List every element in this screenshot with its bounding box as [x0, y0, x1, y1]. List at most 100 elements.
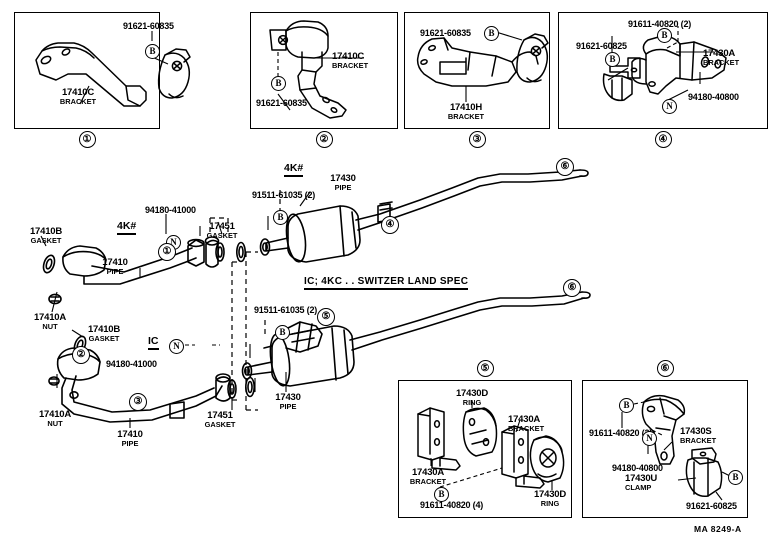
- code-text: 17410C: [61, 87, 95, 98]
- callout-ref-4: ④: [381, 216, 399, 234]
- callout-ref-6-lower: ⑥: [563, 279, 581, 297]
- nut-symbol-n: N: [662, 99, 677, 114]
- nut-symbol-n: N: [169, 339, 184, 354]
- group-label-4k-muffler: 4K#: [284, 162, 304, 177]
- panel-3-frame: [404, 12, 550, 129]
- sub-text: BRACKET: [409, 476, 447, 486]
- bolt-symbol-b: B: [657, 28, 672, 43]
- sub-text: BRACKET: [332, 60, 369, 70]
- callout-ref-3: ③: [129, 393, 147, 411]
- code-text: 17410C: [332, 51, 365, 62]
- document-code: MA 8249-A: [694, 524, 742, 534]
- group-label-4k-upper: 4K#: [117, 220, 137, 235]
- code-text: 17410A: [33, 312, 67, 323]
- panel-5-label-17430a-bracket-2: 17430A BRACKET: [508, 415, 544, 432]
- label-17451-gasket-upper: 17451 GASKET: [207, 222, 238, 239]
- panel-2-number: ②: [250, 131, 398, 148]
- bolt-symbol-b: B: [145, 44, 160, 59]
- label-17430-pipe-upper: 17430 PIPE: [330, 173, 356, 192]
- callout-ref-5: ⑤: [317, 308, 335, 326]
- panel-1-number: ①: [14, 131, 160, 148]
- bolt-symbol-b: B: [605, 52, 620, 67]
- circle-number: ⑥: [656, 360, 674, 377]
- panel-5-label-17430d-ring-2: 17430D RING: [534, 490, 566, 507]
- sub-text: PIPE: [334, 182, 352, 192]
- sub-text: GASKET: [88, 333, 120, 343]
- group-label-ic-lower: IC: [148, 335, 159, 350]
- code-text: 17430: [330, 173, 356, 184]
- label-94180-41000-upper: 94180-41000: [145, 205, 196, 215]
- label-17410a-nut-lower: 17410A NUT: [39, 410, 71, 427]
- circle-number: ①: [78, 131, 96, 148]
- code-text: 17410A: [38, 409, 72, 420]
- sub-text: NUT: [47, 418, 63, 428]
- code-text: 17410H: [449, 102, 483, 113]
- sub-text: BRACKET: [508, 423, 545, 433]
- label-17410-pipe-lower: 17410 PIPE: [117, 429, 143, 448]
- panel-4-frame: [558, 12, 768, 129]
- sub-text: RING: [462, 397, 482, 407]
- callout-ref-1: ①: [158, 243, 176, 261]
- panel-6-label-17430s-bracket: 17430S BRACKET: [680, 427, 716, 444]
- code-text: 17410: [117, 429, 143, 440]
- nut-symbol-n: N: [642, 431, 657, 446]
- bolt-symbol-b: B: [619, 398, 634, 413]
- code-text: 17430D: [533, 489, 567, 500]
- panel-4-number: ④: [558, 131, 768, 148]
- sub-text: BRACKET: [680, 435, 717, 445]
- label-94180-41000-lower: 94180-41000: [106, 359, 157, 369]
- panel-3-part-code-91621: 91621-60835: [420, 28, 471, 38]
- panel-1-part-code-91621: 91621-60835: [123, 21, 174, 31]
- panel-6-part-code-91621: 91621-60825: [686, 501, 737, 511]
- bolt-symbol-b: B: [273, 210, 288, 225]
- callout-ref-6-upper: ⑥: [556, 158, 574, 176]
- panel-6-label-17430u-clamp: 17430U CLAMP: [625, 474, 657, 491]
- sub-text: GASKET: [204, 419, 236, 429]
- panel-2-part-label-17410c: 17410C BRACKET: [332, 52, 368, 69]
- panel-4-part-code-91621: 91621-60825: [576, 41, 627, 51]
- bolt-symbol-b: B: [484, 26, 499, 41]
- circle-number: ③: [468, 131, 486, 148]
- code-text: 17430S: [680, 426, 712, 437]
- sub-text: NUT: [42, 321, 58, 331]
- panel-6-part-code-94180: 94180-40800: [612, 463, 663, 473]
- sub-text: CLAMP: [625, 482, 652, 492]
- bolt-symbol-b: B: [275, 325, 290, 340]
- code-text: 17430U: [625, 473, 658, 484]
- panel-6-part-code-91611: 91611-40820 (2): [589, 428, 653, 438]
- label-17410b-gasket-lower: 17410B GASKET: [88, 325, 120, 342]
- spec-note: IC; 4KC . . SWITZER LAND SPEC: [304, 276, 469, 290]
- panel-2-frame: [250, 12, 398, 129]
- code-text: 17451: [209, 221, 235, 232]
- panel-5-frame: [398, 380, 572, 518]
- sub-text: GASKET: [206, 230, 238, 240]
- code-text: 17410B: [29, 226, 63, 237]
- code-text: 17430: [275, 392, 301, 403]
- panel-2-part-code-91621: 91621-60835: [256, 98, 307, 108]
- label-91511-61035-lower: 91511-61035 (2): [254, 305, 318, 315]
- sub-text: BRACKET: [447, 111, 485, 121]
- sub-text: PIPE: [279, 401, 297, 411]
- bolt-symbol-b: B: [728, 470, 743, 485]
- label-17410b-gasket-upper: 17410B GASKET: [30, 227, 62, 244]
- sub-text: BRACKET: [703, 57, 740, 67]
- panel-6-frame: [582, 380, 748, 518]
- panel-4-part-code-91611: 91611-40820 (2): [628, 19, 692, 29]
- label-17410-pipe-upper: 17410 PIPE: [102, 258, 128, 275]
- panel-6-number: ⑥: [582, 360, 748, 377]
- code-text: 17430A: [703, 48, 736, 59]
- label-91511-61035-upper: 91511-61035 (2): [252, 190, 316, 200]
- sub-text: PIPE: [121, 438, 139, 448]
- label-17410a-nut-upper: 17410A NUT: [34, 313, 66, 330]
- code-text: 17430A: [508, 414, 541, 425]
- label-17430-pipe-lower: 17430 PIPE: [275, 392, 301, 411]
- panel-1-part-label-17410c: 17410C BRACKET: [60, 88, 96, 105]
- bolt-symbol-b: B: [434, 487, 449, 502]
- code-text: 17451: [207, 410, 233, 421]
